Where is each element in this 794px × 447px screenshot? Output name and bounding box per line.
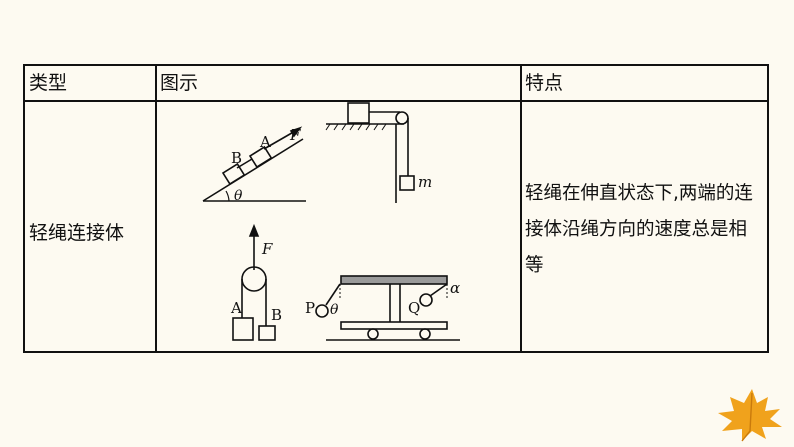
label-m: m <box>418 173 432 191</box>
label-q: Q <box>408 299 420 317</box>
column-divider <box>155 66 157 351</box>
row-type: 轻绳连接体 <box>29 222 125 244</box>
maple-leaf-icon <box>718 389 782 442</box>
label-pulley-a: A <box>230 299 242 317</box>
row-feature: 轻绳在伸直状态下,两端的连接体沿绳方向的速度总是相等 <box>525 183 753 276</box>
label-pulley-f: F <box>261 240 273 258</box>
header-diagram: 图示 <box>160 72 199 94</box>
incline-diagram <box>202 126 306 202</box>
column-divider <box>520 66 522 351</box>
label-a: A <box>259 133 271 151</box>
label-p: P <box>305 299 315 317</box>
label-car-theta: θ <box>330 302 339 318</box>
header-feature: 特点 <box>525 72 564 94</box>
label-b: B <box>231 149 242 167</box>
label-pulley-b: B <box>271 306 282 324</box>
table-pulley-diagram <box>325 102 415 203</box>
header-divider <box>25 100 767 102</box>
label-f: F <box>289 126 301 144</box>
car-diagram <box>315 275 460 341</box>
label-alpha: α <box>450 279 460 297</box>
pulley-ab-diagram <box>232 223 276 341</box>
label-theta: θ <box>234 188 243 204</box>
header-type: 类型 <box>29 72 68 94</box>
